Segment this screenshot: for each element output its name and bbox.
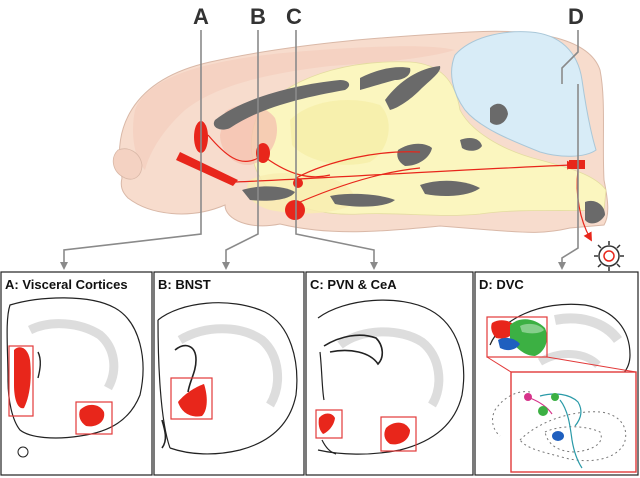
panel-c: C: PVN & CeA [305,271,474,476]
panel-c-cea-lesion [384,422,410,445]
panel-d-dvc-regions [491,319,547,356]
connector-arrows [60,30,579,270]
label-b: B [250,4,266,29]
panel-a: A: Visceral Cortices [0,271,153,476]
panel-a-title: A: Visceral Cortices [5,277,128,292]
cerebellum [451,31,597,157]
panel-d-inset-box [510,371,637,473]
label-d: D [568,4,584,29]
cea-lesion [285,200,305,220]
panel-c-highlight-box-1 [315,409,343,439]
panel-d: D: DVC [474,271,639,476]
olfactory-bulb [112,148,143,180]
label-a: A [193,4,209,29]
panel-d-title: D: DVC [479,277,524,292]
panel-b-title: B: BNST [158,277,211,292]
panel-c-highlight-box-2 [380,416,417,452]
panel-a-cortex-lesion [14,347,31,409]
panel-a-highlight-box-1 [8,345,34,417]
dvc-lesion [569,160,585,169]
panel-b-section-outline [157,302,298,455]
connector-d [562,30,579,266]
panel-c-pvn-lesion [318,413,335,434]
connector-b [222,30,259,270]
orbital-cortex-lesion [176,152,238,186]
panel-a-section-outline [6,297,144,439]
stomach-icon [594,241,624,271]
connector-a [60,30,202,270]
panel-c-section-outline [317,299,465,455]
panel-a-insula-lesion [79,404,105,427]
panel-b: B: BNST [153,271,305,476]
panel-c-title: C: PVN & CeA [310,277,397,292]
panel-b-bnst-lesion [178,384,207,417]
ventricles [213,66,605,224]
label-c: C [286,4,302,29]
hypothalamus-region [246,173,354,214]
connector-c [295,30,378,270]
sagittal-brain [112,30,624,271]
panel-d-inset-detail [492,391,627,469]
panel-d-highlight-box-small [486,316,548,358]
panel-b-highlight-box [170,377,213,420]
projection-arrows [207,134,592,242]
panel-a-highlight-box-2 [75,401,113,435]
thalamus-region [290,100,389,165]
cortex-region [133,46,455,170]
